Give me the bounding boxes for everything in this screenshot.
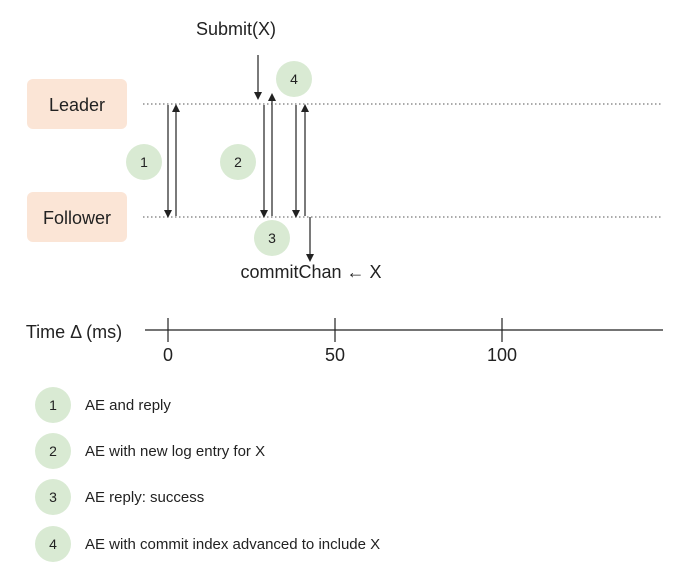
submit-label: Submit(X) — [196, 19, 276, 39]
axis-tick-label: 50 — [325, 345, 345, 365]
legend-marker — [35, 387, 71, 423]
legend-number: 1 — [49, 397, 57, 413]
legend-item: 2 AE with new log entry for X — [35, 433, 265, 469]
legend-number: 3 — [49, 489, 57, 505]
legend-item: 4 AE with commit index advanced to includ… — [35, 526, 380, 562]
marker-1: 1 — [126, 144, 162, 180]
marker-4: 4 — [276, 61, 312, 97]
legend-text: AE and reply — [85, 397, 171, 414]
legend-marker — [35, 526, 71, 562]
marker-4-number: 4 — [290, 71, 298, 87]
follower-label: Follower — [43, 208, 111, 228]
legend-item: 1 AE and reply — [35, 387, 171, 423]
leader-label: Leader — [49, 95, 105, 115]
axis-label: Time Δ (ms) — [26, 322, 122, 342]
legend-item: 3 AE reply: success — [35, 479, 204, 515]
legend-text: AE with commit index advanced to include… — [85, 536, 380, 553]
commit-label: commitChan ← X — [240, 262, 381, 282]
axis-tick-label: 100 — [487, 345, 517, 365]
legend-text: AE with new log entry for X — [85, 443, 265, 460]
legend: 1 AE and reply 2 AE with new log entry for … — [35, 387, 380, 562]
follower-node: Follower — [27, 192, 127, 242]
marker-2: 2 — [220, 144, 256, 180]
legend-number: 4 — [49, 536, 57, 552]
marker-3: 3 — [254, 220, 290, 256]
legend-text: AE reply: success — [85, 489, 204, 506]
marker-1-number: 1 — [140, 154, 148, 170]
marker-2-number: 2 — [234, 154, 242, 170]
axis-tick-label: 0 — [163, 345, 173, 365]
leader-node: Leader — [27, 79, 127, 129]
axis-ticks: 0 50 100 — [163, 318, 517, 365]
marker-3-number: 3 — [268, 230, 276, 246]
legend-number: 2 — [49, 443, 57, 459]
legend-marker — [35, 433, 71, 469]
legend-marker — [35, 479, 71, 515]
